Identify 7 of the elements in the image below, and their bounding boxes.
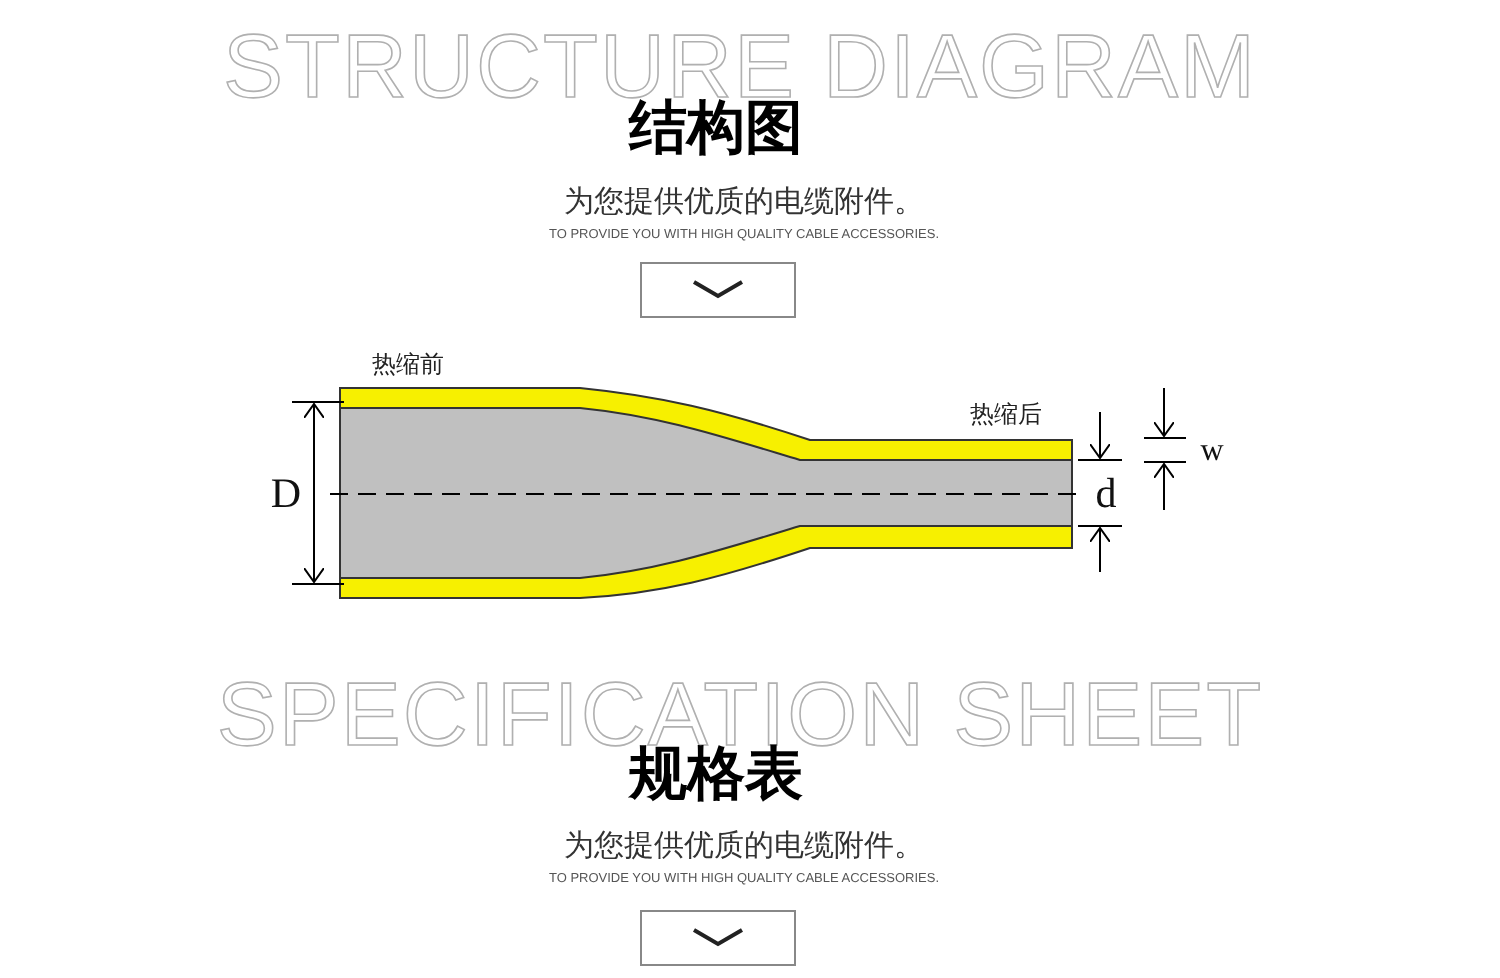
dimension-label: d <box>1095 473 1117 515</box>
part-label: 热缩前 <box>372 352 444 376</box>
subtitle: 为您提供优质的电缆附件。 <box>564 187 924 217</box>
dimension-label: w <box>1200 436 1224 468</box>
part-label: 热缩后 <box>970 402 1042 426</box>
dimension-label: D <box>270 473 302 515</box>
subtitle: 为您提供优质的电缆附件。 <box>564 831 924 861</box>
